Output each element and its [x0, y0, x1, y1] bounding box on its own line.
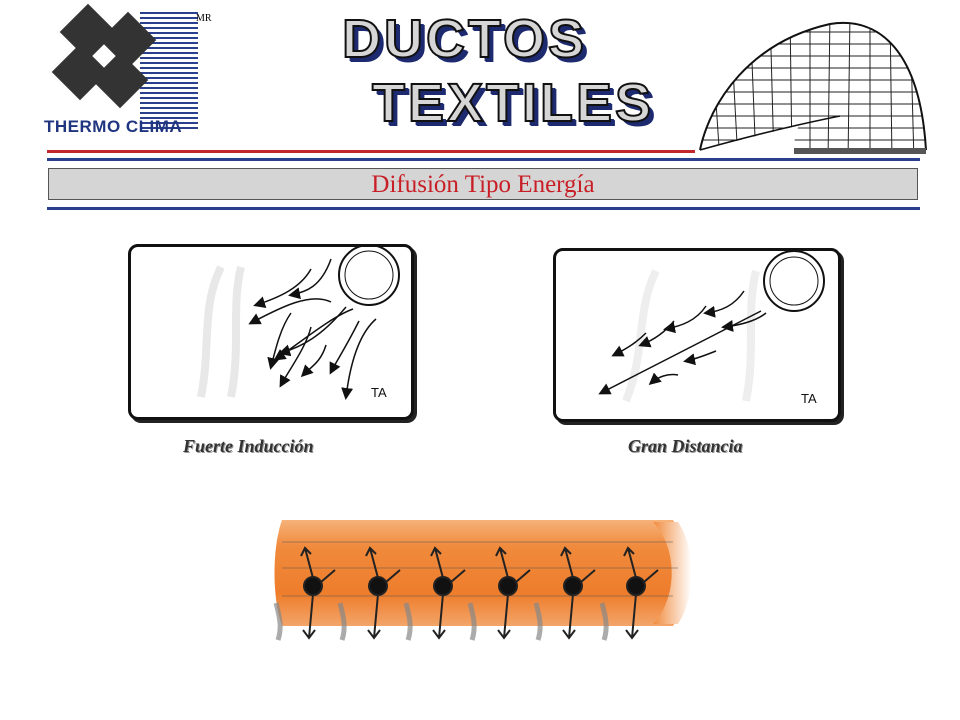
diagram-strong-induction: TA [128, 244, 414, 420]
title-line-2: TEXTILES [371, 72, 655, 134]
subtitle-rule-blue [47, 207, 920, 210]
trademark-mark: MR [196, 13, 212, 24]
subtitle-text: Difusión Tipo Energía [371, 171, 595, 198]
logo-stripes [140, 12, 198, 132]
company-logo: THERMO CLIMA [40, 3, 200, 140]
caption-strong-induction: Fuerte Inducción [183, 436, 314, 456]
logo-text: THERMO CLIMA [44, 117, 183, 136]
duct-wireframe-illustration [699, 21, 927, 154]
long-distance-flow-arrows: TA [598, 250, 825, 406]
ta-label: TA [371, 385, 387, 400]
caption-long-distance: Gran Distancia [628, 436, 743, 456]
header-rule-blue [47, 158, 920, 161]
header-rule-red [47, 150, 695, 153]
diagram-long-distance: TA [553, 248, 841, 422]
subtitle-band: Difusión Tipo Energía [48, 168, 918, 200]
strong-induction-flow-arrows: TA [197, 244, 400, 400]
ta-label: TA [801, 391, 817, 406]
title-line-1: DUCTOS [341, 8, 588, 70]
textile-duct-illustration [273, 520, 692, 641]
